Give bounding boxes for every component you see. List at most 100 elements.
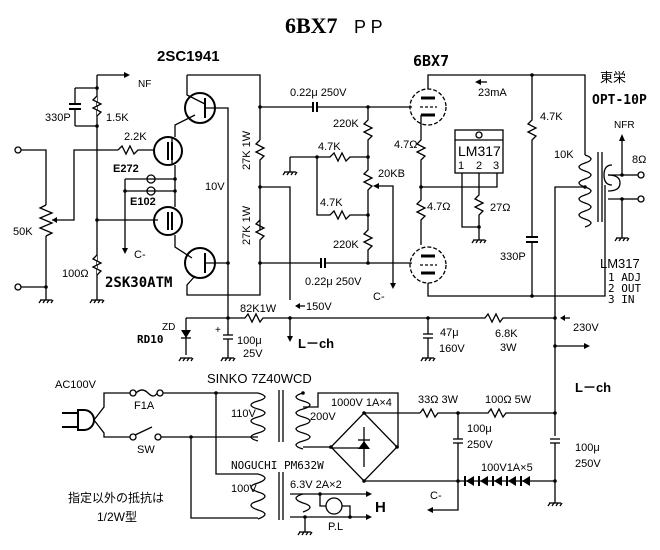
- opt-primary-label: 10K: [554, 149, 574, 161]
- crd-e102: [146, 186, 156, 196]
- r68k-watt: 3W: [500, 342, 517, 354]
- crd-e272-label: E272: [113, 163, 139, 175]
- c2-val: 100μ: [575, 442, 600, 454]
- input-terminal-gnd[interactable]: [14, 283, 22, 291]
- r-47k-plate-label: 4.7K: [540, 111, 563, 123]
- lm317-pin-3: 3: [493, 160, 499, 172]
- lm317-legend-2: 2 OUT: [608, 282, 641, 295]
- lch-label-1: L－ch: [298, 336, 334, 351]
- r33-label: 33Ω 3W: [418, 394, 459, 406]
- v150-label: 150V: [306, 301, 332, 313]
- speaker-terminal-hot[interactable]: [637, 171, 645, 179]
- r-2-2k-label: 2.2K: [124, 131, 147, 143]
- pot-label: 50K: [13, 226, 33, 238]
- coupling: 0.22μ 250V 27K 1W 27K 1W 0.22μ 250V: [241, 87, 412, 300]
- lm317-legend-1: 1 ADJ: [608, 271, 641, 284]
- lm317-name: LM317: [458, 143, 501, 159]
- r-27-label: 27Ω: [490, 202, 510, 214]
- c100u-25-volt: 25V: [243, 348, 263, 360]
- switch-label: SW: [137, 444, 155, 456]
- lm317-pin-2: 2: [476, 160, 482, 172]
- opt-model: OPT-10P: [592, 93, 647, 108]
- pt1-pri-label: 110V: [231, 408, 257, 420]
- fet-label: 2SK30ATM: [105, 275, 172, 291]
- crd-e102-label: E102: [130, 196, 156, 208]
- power-switch[interactable]: [134, 426, 153, 436]
- rk-top-label: 4.7Ω: [394, 139, 418, 151]
- cap-bot-label: 0.22μ 250V: [305, 276, 362, 288]
- pt2-pri-label: 100V: [231, 483, 257, 495]
- volume-pot[interactable]: [38, 204, 54, 237]
- v10-label: 10V: [205, 181, 225, 193]
- bias-network: 220K 4.7K 4.7K 20KB 220K C-: [282, 105, 405, 303]
- c1-val: 100μ: [467, 423, 492, 435]
- input-section: 50K 2.2K NF 330P 1.5K 100Ω: [13, 72, 158, 304]
- c47u-val: 47μ: [440, 327, 459, 339]
- c-330p-plate-label: 330P: [500, 251, 526, 263]
- note-line-2: 1/2W型: [97, 510, 137, 524]
- pot-20kb[interactable]: [362, 157, 374, 215]
- lch-label-2: L－ch: [575, 380, 611, 395]
- ac-label: AC100V: [55, 379, 97, 391]
- pt1-label: SINKO 7Z40WCD: [207, 371, 312, 386]
- lm317-regulator: LM317 1 2 3 27Ω: [421, 129, 510, 244]
- plug-icon: [62, 392, 130, 438]
- note-line-1: 指定以外の抵抗は: [68, 490, 164, 505]
- nfr-label: NFR: [614, 120, 635, 131]
- cap-330p-label: 330P: [45, 112, 71, 124]
- output-tubes: 4.7Ω 4.7Ω 23mA: [394, 73, 606, 298]
- current-label: 23mA: [478, 87, 507, 99]
- r-27k-bot-label: 27K 1W: [241, 205, 253, 245]
- output-transformer: 10K NFR 8Ω LM317 1 ADJ 2 OUT 3 IN: [554, 120, 646, 330]
- power-section: AC100V F1A SW SINKO 7Z40WCD 110V 200V NO…: [55, 371, 601, 536]
- c1-volt: 250V: [467, 439, 493, 451]
- fuse-label: F1A: [134, 400, 155, 412]
- zd-label: ZD: [162, 322, 175, 333]
- diode-chain: [464, 476, 530, 486]
- r-220k-bot-label: 220K: [333, 239, 359, 251]
- r-27k-bot: [254, 219, 266, 263]
- lm317-legend-3: 3 IN: [608, 293, 635, 306]
- speaker-terminal-gnd[interactable]: [637, 195, 645, 203]
- fet-upper: [153, 136, 183, 166]
- r68k-val: 6.8K: [495, 328, 518, 340]
- diodes-label: 100V1A×5: [481, 462, 533, 474]
- resistor-2-2k: [117, 144, 155, 156]
- heater-label: H: [375, 499, 386, 516]
- bridge-label: 1000V 1A×4: [331, 397, 392, 409]
- r100-label: 100Ω 5W: [485, 394, 532, 406]
- v230-label: 230V: [573, 322, 599, 334]
- pilot-label: P.L: [328, 521, 343, 533]
- c47u-volt: 160V: [439, 343, 465, 355]
- tube-label: 6BX7: [413, 52, 449, 70]
- zd-part-label: RD10: [137, 333, 164, 346]
- plus-sign: +: [215, 325, 221, 336]
- crd-e272: [146, 174, 156, 184]
- r-47k-top-label: 4.7K: [318, 141, 341, 153]
- supply-rails: ZD RD10 + 100μ 25V 82K1W L－ch 150V 47μ 1…: [137, 300, 611, 436]
- c-minus-bias: C-: [373, 291, 385, 303]
- tube-lower: [409, 246, 447, 284]
- lm317-legend-title: LM317: [600, 256, 640, 271]
- r-27k-top: [254, 139, 266, 230]
- pilot-lamp: [325, 497, 343, 515]
- r-220k-top-label: 220K: [333, 118, 359, 130]
- nf-label: NF: [138, 79, 151, 90]
- r-1-5k-label: 1.5K: [106, 112, 129, 124]
- r-27k-top-label: 27K 1W: [241, 130, 253, 170]
- c2-volt: 250V: [575, 458, 601, 470]
- input-terminal-hot[interactable]: [14, 146, 22, 154]
- title-suffix: P P: [354, 17, 383, 37]
- c-minus-left: C-: [134, 249, 146, 261]
- opt-maker: 東栄: [600, 70, 626, 85]
- rk-bot-label: 4.7Ω: [427, 201, 451, 213]
- cap-top-label: 0.22μ 250V: [290, 87, 347, 99]
- pt1-sec-label: 200V: [310, 411, 336, 423]
- pt2-sec-label: 6.3V 2A×2: [290, 479, 342, 491]
- lm317-pin-1: 1: [458, 160, 464, 172]
- c-minus-supply: C-: [430, 490, 442, 502]
- title-main: 6BX7: [285, 13, 338, 38]
- fuse: [135, 389, 158, 397]
- r-100-label: 100Ω: [62, 268, 89, 280]
